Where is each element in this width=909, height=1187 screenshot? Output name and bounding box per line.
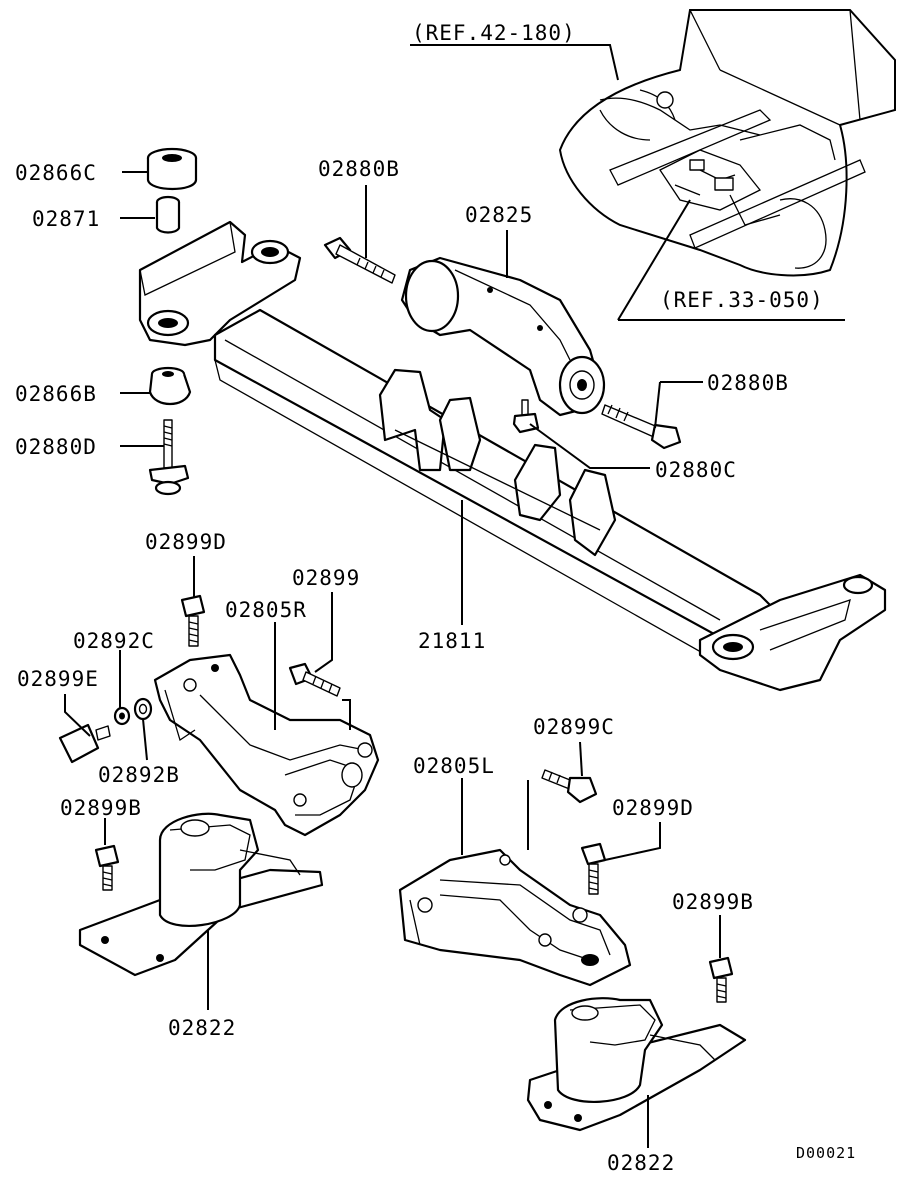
bolt-02880B-right — [601, 404, 682, 450]
label-02822-left: 02822 — [168, 1016, 236, 1040]
bolt-02899C — [541, 769, 598, 804]
label-02899B-right: 02899B — [672, 890, 754, 914]
label-02899C: 02899C — [533, 715, 615, 739]
label-02825: 02825 — [465, 203, 533, 227]
label-02892B: 02892B — [98, 763, 180, 787]
washer-02892C — [113, 706, 131, 726]
label-02899D-top: 02899D — [145, 530, 227, 554]
bolt-02899D-top — [180, 594, 206, 647]
bracket-02805R — [153, 653, 380, 837]
bolt-02899B-left — [94, 844, 120, 891]
bolt-02899 — [288, 662, 341, 697]
label-02899B-left: 02899B — [60, 796, 142, 820]
ref-mid-leader — [617, 199, 845, 321]
bolt-02880B-top — [323, 236, 396, 284]
label-02805L: 02805L — [413, 754, 495, 778]
washer-02892B — [133, 697, 153, 721]
engine-mount-02822-right — [526, 997, 747, 1132]
diagram-id: D00021 — [796, 1144, 856, 1162]
label-02822-right: 02822 — [607, 1151, 675, 1175]
label-02871: 02871 — [32, 207, 100, 231]
ref-label-mid: (REF.33-050) — [660, 288, 824, 312]
bolt-02899B-right — [708, 956, 734, 1003]
label-02880C: 02880C — [655, 458, 737, 482]
bushing-02866B — [148, 366, 192, 406]
bushing-02866C — [146, 147, 198, 190]
label-02899D-right: 02899D — [612, 796, 694, 820]
leader-lines — [64, 171, 721, 1148]
label-02899E: 02899E — [17, 667, 99, 691]
label-02866C: 02866C — [15, 161, 97, 185]
mount-02825 — [400, 256, 606, 417]
label-02880B-right: 02880B — [707, 371, 789, 395]
label-02880B-top: 02880B — [318, 157, 400, 181]
engine-mount-02822-left — [78, 812, 324, 977]
label-02866B: 02866B — [15, 382, 97, 406]
vehicle-inset-illustration — [558, 9, 896, 277]
label-21811: 21811 — [418, 629, 486, 653]
bracket-02805L — [398, 848, 632, 987]
bolt-02880D — [148, 419, 190, 496]
label-02892C: 02892C — [73, 629, 155, 653]
bolt-02899D-right — [580, 842, 607, 895]
crossmember-21811 — [138, 220, 887, 692]
ref-top-leader — [410, 44, 619, 81]
bolt-02880C — [512, 399, 540, 434]
label-02899: 02899 — [292, 566, 360, 590]
ref-label-top: (REF.42-180) — [412, 21, 576, 45]
label-02880D: 02880D — [15, 435, 97, 459]
collar-02871 — [155, 195, 181, 234]
label-02805R: 02805R — [225, 598, 307, 622]
